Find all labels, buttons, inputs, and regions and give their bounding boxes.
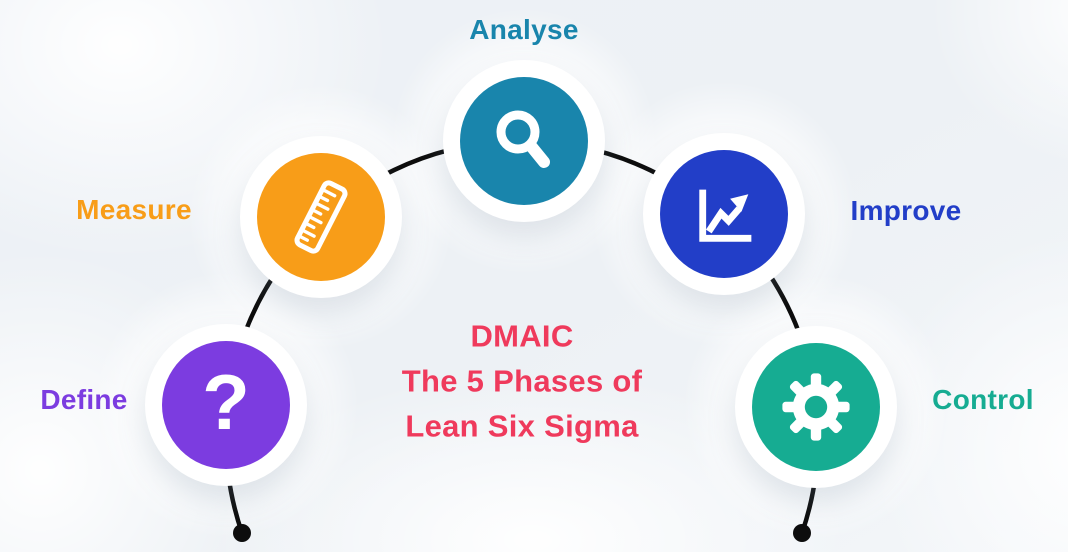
phase-node-define: ? [145,324,307,486]
arc-endpoint-dot-left [233,524,251,542]
define-circle: ? [162,341,290,469]
measure-circle [257,153,385,281]
phase-node-improve [643,133,805,295]
control-circle [752,343,880,471]
arc-endpoint-dot-right [793,524,811,542]
analyse-circle [460,77,588,205]
improve-circle [660,150,788,278]
line-chart-arrow-icon [699,189,752,242]
ruler-icon [294,180,348,254]
gear-icon [782,373,850,441]
phase-label-improve: Improve [850,195,962,226]
phase-node-measure [240,136,402,298]
title-line-1: DMAIC [470,318,574,354]
diagram-title: DMAIC The 5 Phases of Lean Six Sigma [402,314,643,449]
phase-label-measure: Measure [76,194,192,225]
magnifier-icon [496,110,550,168]
phase-label-define: Define [40,384,128,415]
title-line-3: Lean Six Sigma [405,408,639,444]
question-mark-icon: ? [202,358,250,446]
phase-node-analyse [443,60,605,222]
phase-label-analyse: Analyse [469,14,579,45]
phase-node-control [735,326,897,488]
title-line-2: The 5 Phases of [401,363,643,399]
phase-label-control: Control [932,384,1034,415]
